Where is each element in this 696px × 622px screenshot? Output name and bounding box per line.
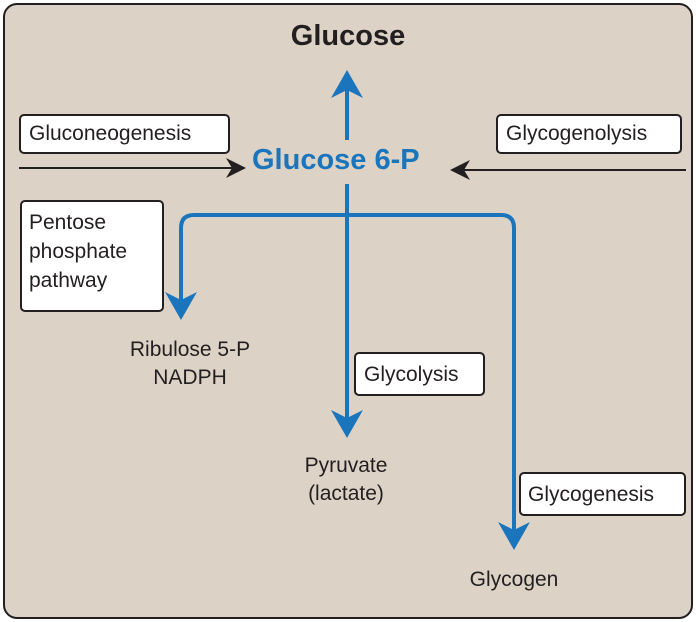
arrow-glycogenesis	[347, 213, 530, 550]
nadph-label: NADPH	[153, 366, 227, 389]
ribulose-nadph-products: Ribulose 5-P NADPH	[100, 336, 280, 392]
pentose-phosphate-box: Pentose phosphate pathway	[20, 200, 164, 312]
glucose-6p-title: Glucose 6-P	[252, 144, 420, 176]
glycogenolysis-label: Glycogenolysis	[506, 122, 648, 145]
glycogen-product: Glycogen	[424, 566, 604, 594]
gluconeogenesis-box: Gluconeogenesis	[19, 114, 230, 154]
glycogenesis-box: Glycogenesis	[519, 472, 686, 516]
pyruvate-products: Pyruvate (lactate)	[256, 452, 436, 508]
ribulose-5p-label: Ribulose 5-P	[129, 338, 251, 361]
glycolysis-box: Glycolysis	[354, 352, 485, 396]
glycogenesis-label: Glycogenesis	[528, 483, 655, 506]
arrow-pentose-phosphate	[165, 213, 347, 320]
pyruvate-label: Pyruvate	[304, 454, 388, 477]
glycogenolysis-box: Glycogenolysis	[496, 114, 682, 154]
gluconeogenesis-label: Gluconeogenesis	[29, 122, 192, 145]
lactate-label: (lactate)	[308, 482, 384, 505]
pentose-phosphate-label: Pentose phosphate pathway	[29, 211, 128, 292]
glycogen-label: Glycogen	[469, 568, 559, 591]
glycolysis-label: Glycolysis	[364, 363, 459, 386]
glucose-title: Glucose	[290, 20, 406, 52]
